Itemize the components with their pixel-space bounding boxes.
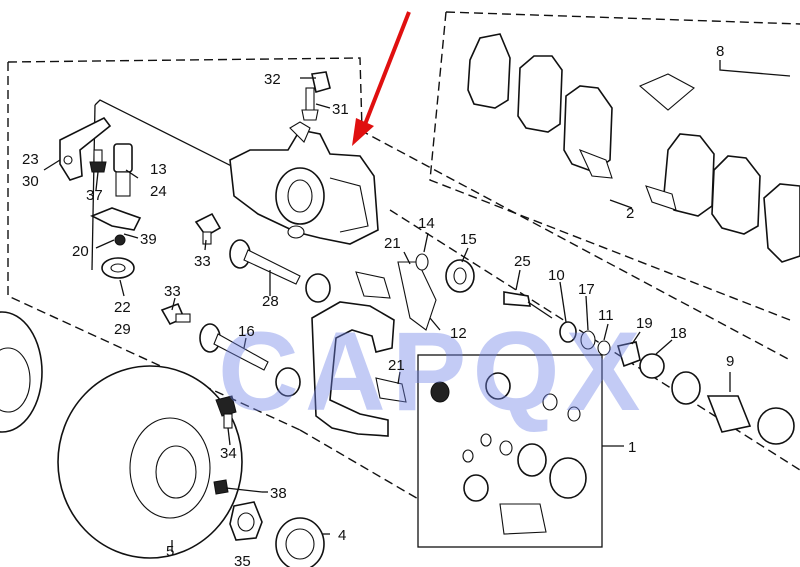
- pad-kit-outline: [429, 11, 800, 321]
- callout-11: 11: [598, 307, 614, 324]
- watermark: CAPQX: [218, 309, 646, 434]
- callout-33-top: 33: [194, 253, 211, 270]
- callout-35: 35: [234, 553, 251, 567]
- pad-shim: [638, 73, 695, 111]
- callout-30: 30: [22, 173, 39, 190]
- callout-31: 31: [332, 101, 349, 118]
- callout-13: 13: [150, 161, 167, 178]
- guide-pin-16: [199, 323, 269, 371]
- circlip-18: [639, 353, 665, 379]
- callout-38: 38: [270, 485, 287, 502]
- o-ring-14: [415, 253, 429, 271]
- bleeder-screw: [301, 87, 319, 121]
- callout-28: 28: [262, 293, 279, 310]
- bolt-33-lower: [160, 302, 191, 326]
- caliper-body: [229, 121, 379, 245]
- callout-37: 37: [86, 187, 103, 204]
- callout-15: 15: [460, 231, 477, 248]
- callout-24: 24: [150, 183, 167, 200]
- callout-4: 4: [338, 527, 346, 544]
- seal-10: [559, 321, 577, 343]
- lever-39: [90, 207, 142, 246]
- guide-pin-28: [229, 239, 301, 285]
- callout-numbers: 8 2 32 31 23 30 37 13 24 20 39 22 29 33 …: [22, 43, 734, 567]
- bleeder-mount: [289, 121, 311, 143]
- callout-34: 34: [220, 445, 237, 462]
- parking-brake-bracket: [59, 116, 112, 181]
- spring-13: [113, 143, 133, 197]
- callout-23: 23: [22, 151, 39, 168]
- seal-kit-box: [417, 354, 603, 548]
- callout-1: 1: [628, 439, 636, 456]
- callout-19: 19: [636, 315, 653, 332]
- callout-18: 18: [670, 325, 687, 342]
- dust-cap-4: [275, 517, 325, 567]
- callout-16: 16: [238, 323, 255, 340]
- caliper-bracket: [311, 301, 395, 437]
- leader-lines: [43, 60, 791, 552]
- callout-8: 8: [716, 43, 724, 60]
- bleed-screw-37: [89, 149, 107, 173]
- bleeder-cap: [311, 71, 331, 94]
- callout-39: 39: [140, 231, 157, 248]
- return-spring-22: [101, 257, 135, 279]
- callout-5: 5: [166, 543, 174, 560]
- ring-9: [671, 371, 701, 405]
- callout-22: 22: [114, 299, 131, 316]
- clip-11: [597, 340, 611, 356]
- washer-17: [580, 330, 596, 350]
- boot-16: [275, 367, 301, 397]
- callout-21-lower: 21: [388, 357, 405, 374]
- callout-33-lower: 33: [164, 283, 181, 300]
- callout-25: 25: [514, 253, 531, 270]
- brake-pads: [467, 33, 800, 263]
- callout-17: 17: [578, 281, 595, 298]
- callout-2: 2: [626, 205, 634, 222]
- callout-21-top: 21: [384, 235, 401, 252]
- red-arrow: [352, 11, 411, 146]
- callout-14: 14: [418, 215, 435, 232]
- seal-kit-parts: [430, 372, 587, 535]
- piston-9: [706, 395, 795, 445]
- screw-38: [213, 479, 263, 495]
- callout-10: 10: [548, 267, 565, 284]
- callout-29: 29: [114, 321, 131, 338]
- nut-35: [229, 501, 263, 541]
- wheel-hub: [0, 311, 43, 433]
- bolt-33-top: [194, 212, 222, 245]
- bearing-15: [445, 259, 475, 293]
- callout-32: 32: [264, 71, 281, 88]
- spindle-25: [503, 291, 553, 319]
- brake-rotor-5: [57, 365, 243, 559]
- callout-9: 9: [726, 353, 734, 370]
- retainer-19: [616, 341, 641, 368]
- callout-20: 20: [72, 243, 89, 260]
- boot-28: [305, 273, 331, 303]
- callout-12: 12: [450, 325, 467, 342]
